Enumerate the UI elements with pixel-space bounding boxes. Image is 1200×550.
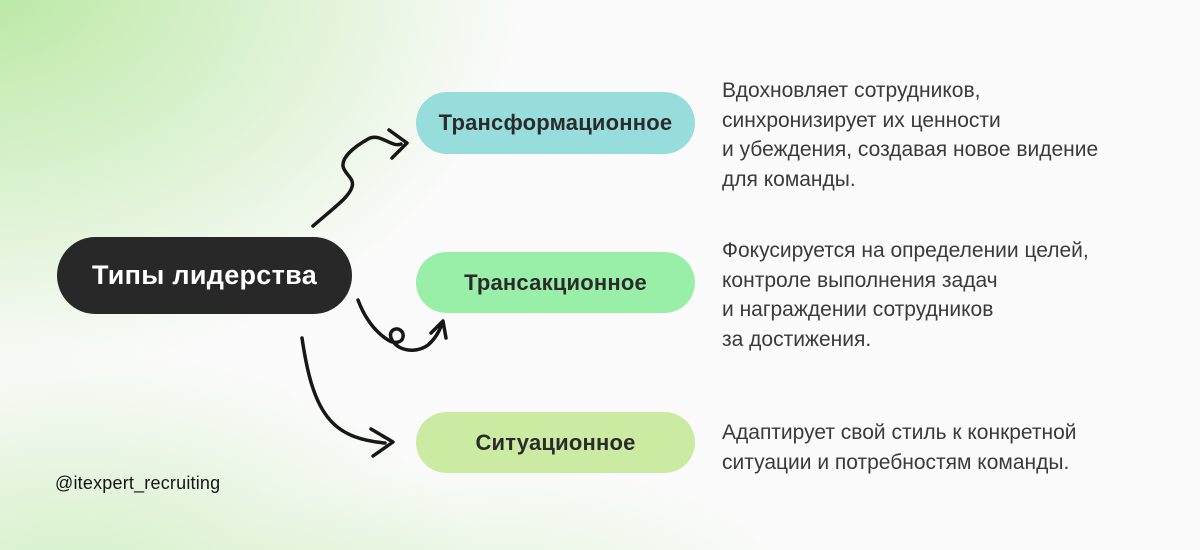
- watermark-handle: @itexpert_recruiting: [55, 473, 221, 493]
- description-transactional: Фокусируется на определении целей, контр…: [722, 239, 1089, 351]
- type-pill-situational: Ситуационное: [416, 412, 695, 473]
- arrow-to-transformational: [311, 128, 409, 228]
- arrow-to-situational: [300, 336, 395, 458]
- description-situational: Адаптирует свой стиль к конкретной ситуа…: [722, 421, 1077, 474]
- root-node: Типы лидерства: [57, 237, 352, 314]
- description-transformational: Вдохновляет сотрудников, синхронизирует …: [722, 79, 1099, 191]
- type-pill-transformational: Трансформационное: [416, 92, 695, 154]
- type-pill-transactional: Трансакционное: [416, 252, 695, 313]
